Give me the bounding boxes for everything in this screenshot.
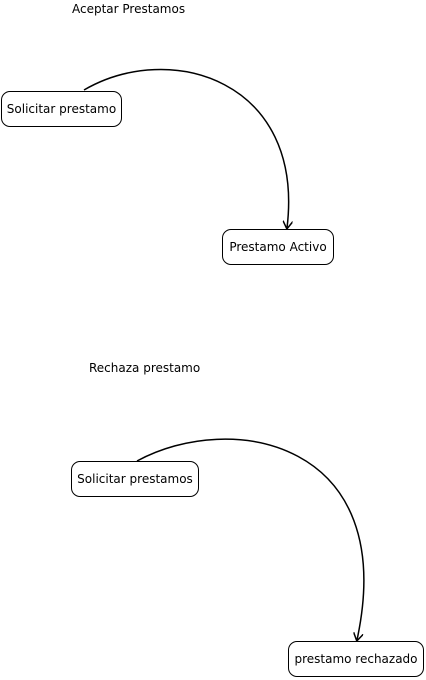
state-label: Solicitar prestamos — [77, 472, 193, 486]
state-solicitar-prestamo: Solicitar prestamo — [1, 91, 122, 127]
state-label: prestamo rechazado — [294, 652, 418, 666]
state-label: Prestamo Activo — [229, 240, 327, 254]
state-label: Solicitar prestamo — [6, 102, 117, 116]
state-solicitar-prestamos: Solicitar prestamos — [71, 461, 199, 497]
transition-arrow-accept — [83, 68, 289, 228]
diagram-title-accept: Aceptar Prestamos — [72, 2, 186, 16]
diagram-title-reject: Rechaza prestamo — [89, 361, 201, 375]
state-prestamo-rechazado: prestamo rechazado — [288, 641, 424, 677]
state-prestamo-activo: Prestamo Activo — [222, 229, 334, 265]
transition-arrow-reject — [136, 438, 365, 640]
